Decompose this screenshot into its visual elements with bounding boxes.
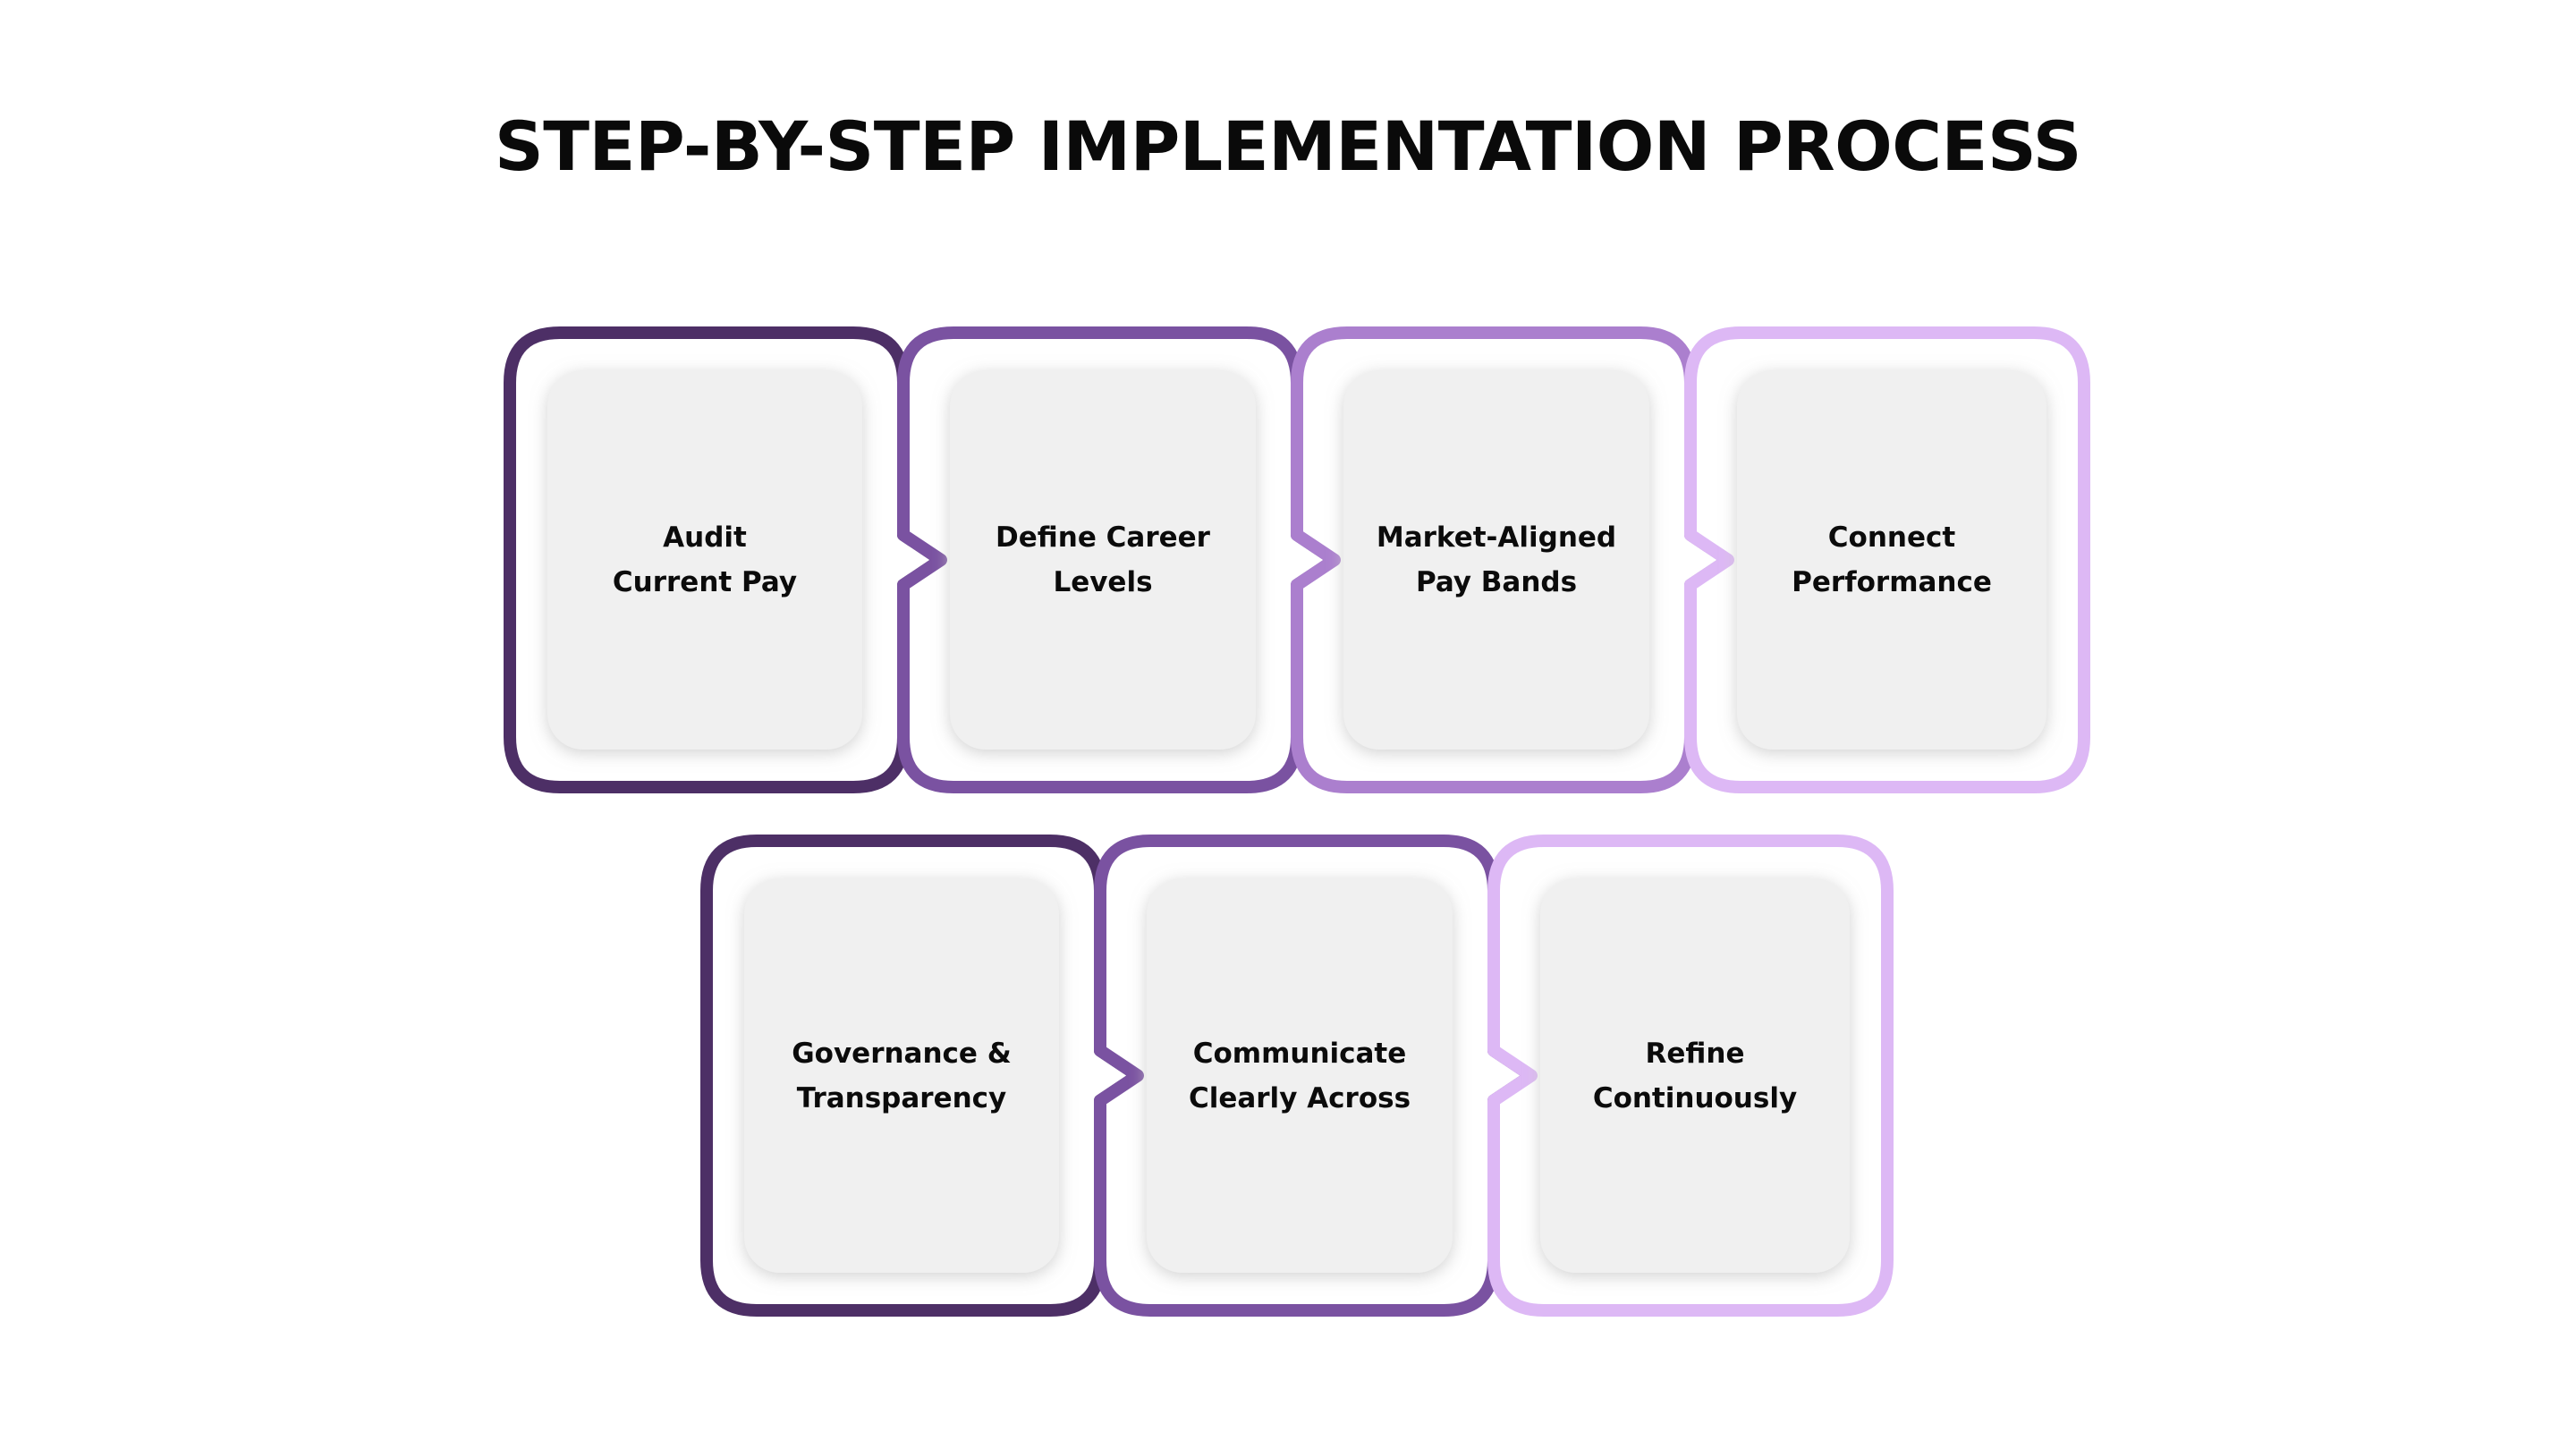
step-card-panel-7 <box>1540 878 1850 1273</box>
step-card-panel-1 <box>547 370 862 750</box>
step-card-panel-3 <box>1343 370 1649 750</box>
step-card-2[interactable] <box>897 326 1341 793</box>
step-card-panel-4 <box>1737 370 2046 750</box>
step-card-4[interactable] <box>1684 326 2090 793</box>
step-card-7[interactable] <box>1487 835 1894 1317</box>
step-card-6[interactable] <box>1094 835 1538 1317</box>
step-card-panel-5 <box>744 878 1059 1273</box>
step-card-panel-6 <box>1147 878 1453 1273</box>
step-card-panel-2 <box>950 370 1256 750</box>
step-cards-layer <box>504 326 2090 1317</box>
step-card-1[interactable] <box>504 326 947 793</box>
step-card-5[interactable] <box>700 835 1144 1317</box>
step-card-3[interactable] <box>1291 326 1734 793</box>
page-title: STEP-BY-STEP IMPLEMENTATION PROCESS <box>494 106 2082 186</box>
